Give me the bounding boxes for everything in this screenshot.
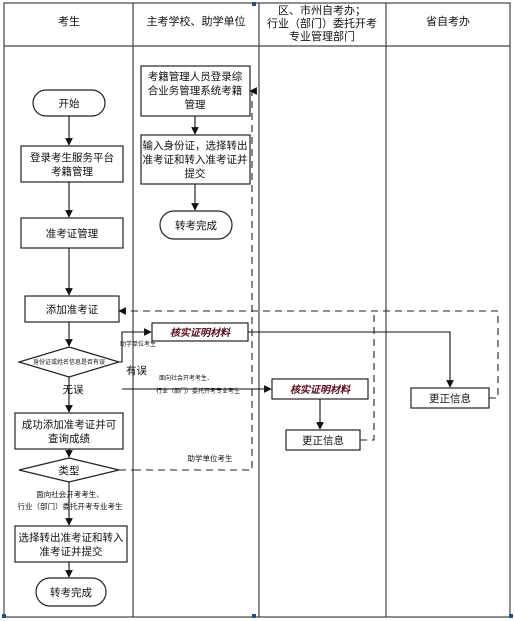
login-label-2: 考籍管理 — [51, 165, 93, 178]
correct-province-label: 更正信息 — [429, 392, 471, 405]
social-candidate-small-label-2: 行业（部门）委托开考专业考生 — [156, 387, 240, 395]
school-input-label-2: 准考证和转入准考证并 — [143, 153, 248, 166]
login-box — [20, 145, 124, 183]
check-decision-label: 身份证或姓名信息是否有误 — [33, 358, 105, 366]
social-candidate-label-2: 行业（部门）委托开考专业考生 — [18, 501, 123, 511]
ticket-mgmt-box — [20, 217, 124, 249]
ticket-mgmt-label: 准考证管理 — [46, 227, 99, 240]
verify-district-label: 核实证明材料 — [290, 384, 351, 396]
has-error-label: 有误 — [126, 364, 147, 377]
school-login-label-2: 合业务管理系统考籍 — [148, 84, 243, 97]
corner-marker-bottom-right — [509, 614, 513, 618]
start-label: 开始 — [59, 97, 80, 110]
dash-school-return-login — [134, 87, 257, 471]
lane-header-candidate: 考生 — [58, 14, 80, 28]
social-candidate-small-label-1: 面向社会开考考生、 — [159, 374, 213, 382]
login-label-1: 登录考生服务平台 — [30, 151, 114, 164]
corner-marker-bottom-mid — [252, 614, 256, 618]
school-input-label-1: 输入身份证，选择转出 — [143, 139, 248, 152]
type-decision-label: 类型 — [59, 464, 80, 477]
school-candidate-label: 助学单位考生 — [188, 453, 233, 463]
correct-district-label: 更正信息 — [302, 434, 344, 447]
school-input-box — [140, 134, 251, 185]
dash-correct-district-return — [360, 311, 375, 441]
success-label-2: 查询成绩 — [48, 432, 90, 445]
add-ticket-label: 添加准考证 — [46, 303, 99, 316]
arrow-decision-verify-school — [119, 328, 152, 363]
arrow-verify-school-province — [248, 331, 454, 388]
end-candidate-label: 转考完成 — [50, 586, 92, 599]
lane-header-school: 主考学校、助学单位 — [147, 14, 246, 28]
corner-marker-top — [252, 2, 256, 6]
verify-school-label: 核实证明材料 — [170, 327, 231, 339]
select-transfer-label-2: 准考证并提交 — [40, 545, 103, 558]
add-ticket-box — [24, 295, 120, 323]
diagram-frame — [3, 2, 511, 618]
success-label-1: 成功添加准考证并可 — [22, 418, 117, 431]
select-transfer-label-1: 选择转出准考证和转入 — [19, 531, 124, 544]
lane-header-district-3: 专业管理部门 — [289, 29, 355, 43]
select-transfer-box — [14, 525, 128, 563]
no-error-label: 无误 — [63, 384, 84, 396]
end-candidate-node — [35, 577, 107, 607]
end-school-label: 转考完成 — [175, 219, 217, 232]
end-school-node — [159, 210, 233, 240]
lane-header-district-1: 区、市州自考办； — [278, 3, 366, 17]
school-login-label-3: 管理 — [185, 98, 206, 111]
social-candidate-label-1: 面向社会开考考生、 — [36, 489, 104, 499]
success-box — [14, 412, 124, 450]
school-candidate-small-label: 助学单位考生 — [120, 340, 156, 348]
lane-header-district-2: 行业（部门）委托开考 — [267, 16, 377, 30]
school-login-label-1: 考籍管理人员登录综 — [148, 70, 243, 83]
dash-correct-province-return — [118, 307, 499, 399]
corner-marker-bottom-left — [2, 614, 6, 618]
lane-header-province: 省自考办 — [426, 15, 470, 28]
school-input-label-3: 提交 — [185, 167, 206, 180]
